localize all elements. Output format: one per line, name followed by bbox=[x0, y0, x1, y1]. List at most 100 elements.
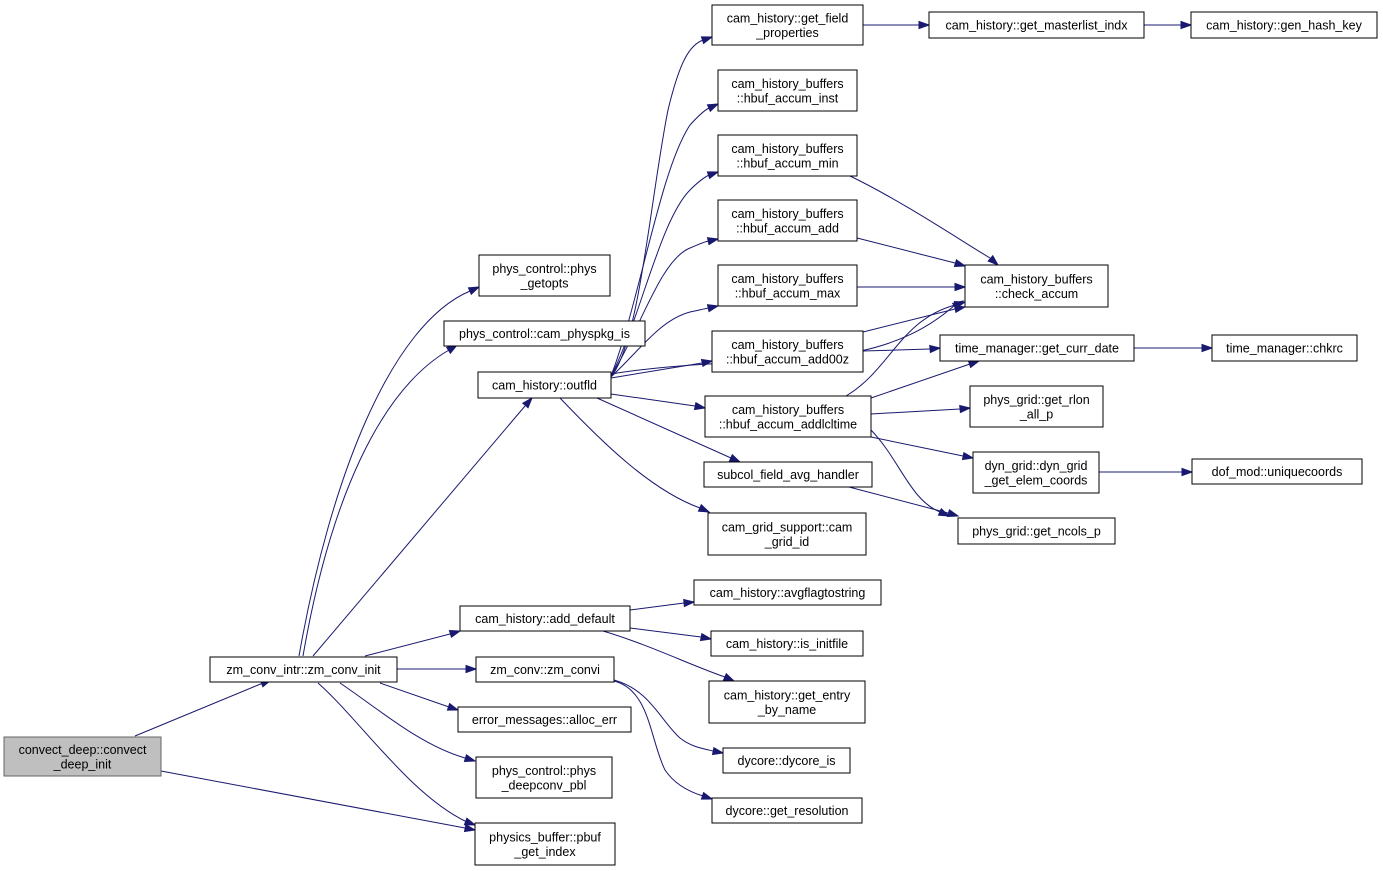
node-box bbox=[711, 4, 864, 46]
edge-zm-convi-to-get-resolution bbox=[613, 680, 714, 800]
arrowhead bbox=[961, 451, 975, 461]
arrowhead bbox=[959, 404, 972, 414]
node-label: dof_mod::uniquecoords bbox=[1212, 465, 1343, 479]
node-label: ::hbuf_accum_add00z bbox=[726, 352, 849, 366]
node-cam-grid-id[interactable]: cam_grid_support::cam_grid_id bbox=[707, 512, 867, 556]
edge-line bbox=[610, 307, 710, 378]
node-gen-hash-key[interactable]: cam_history::gen_hash_key bbox=[1190, 11, 1378, 39]
edge-zm-conv-init-to-phys-deepconv-pbl bbox=[339, 682, 477, 763]
node-get-masterlist-indx[interactable]: cam_history::get_masterlist_indx bbox=[928, 11, 1145, 39]
node-label: _all_p bbox=[1019, 407, 1053, 421]
node-box bbox=[717, 69, 858, 112]
node-box bbox=[722, 747, 851, 774]
node-box bbox=[708, 680, 866, 724]
arrowhead bbox=[446, 702, 460, 711]
node-zm-conv-init[interactable]: zm_conv_intr::zm_conv_init bbox=[209, 656, 398, 683]
arrowhead bbox=[1180, 20, 1193, 30]
node-pbuf-get-index[interactable]: physics_buffer::pbuf_get_index bbox=[474, 822, 616, 866]
arrowhead bbox=[953, 300, 967, 310]
node-add-default[interactable]: cam_history::add_default bbox=[459, 605, 631, 632]
node-phys-deepconv-pbl[interactable]: phys_control::phys_deepconv_pbl bbox=[475, 756, 613, 799]
edge-get-elem-coords-to-uniquecoords bbox=[1099, 467, 1194, 477]
node-label: cam_history_buffers bbox=[732, 403, 844, 417]
node-get-entry-by-name[interactable]: cam_history::get_entry_by_name bbox=[708, 680, 866, 724]
node-is-initfile[interactable]: cam_history::is_initfile bbox=[710, 630, 864, 657]
node-box bbox=[704, 395, 872, 438]
node-label: ::hbuf_accum_inst bbox=[737, 91, 839, 105]
arrowhead bbox=[700, 791, 714, 800]
node-label: physics_buffer::pbuf bbox=[489, 830, 601, 844]
node-get-field-properties[interactable]: cam_history::get_field_properties bbox=[711, 4, 864, 46]
node-label: dycore::get_resolution bbox=[726, 804, 849, 818]
node-get-elem-coords[interactable]: dyn_grid::dyn_grid_get_elem_coords bbox=[972, 451, 1100, 494]
node-label: cam_history_buffers bbox=[731, 272, 843, 286]
node-get-resolution[interactable]: dycore::get_resolution bbox=[711, 797, 863, 824]
node-outfld[interactable]: cam_history::outfld bbox=[477, 371, 612, 399]
node-box bbox=[457, 706, 632, 733]
edge-line bbox=[870, 363, 971, 399]
edge-line bbox=[312, 405, 526, 657]
edge-zm-conv-init-to-alloc-err bbox=[379, 682, 460, 711]
node-hbuf-accum-add00z[interactable]: cam_history_buffers::hbuf_accum_add00z bbox=[711, 330, 864, 373]
edge-line bbox=[298, 290, 471, 657]
node-label: cam_history::avgflagtostring bbox=[710, 586, 866, 600]
arrowhead bbox=[918, 20, 931, 30]
node-zm-convi[interactable]: zm_conv::zm_convi bbox=[475, 656, 615, 683]
node-chkrc[interactable]: time_manager::chkrc bbox=[1211, 334, 1358, 362]
node-hbuf-accum-add[interactable]: cam_history_buffers::hbuf_accum_add bbox=[717, 199, 858, 242]
node-subcol-field-avg-handler[interactable]: subcol_field_avg_handler bbox=[703, 461, 873, 488]
node-check-accum[interactable]: cam_history_buffers::check_accum bbox=[964, 264, 1109, 308]
node-hbuf-accum-addlcltime[interactable]: cam_history_buffers::hbuf_accum_addlclti… bbox=[704, 395, 872, 438]
node-get-ncols-p[interactable]: phys_grid::get_ncols_p bbox=[957, 517, 1116, 545]
edge-line bbox=[629, 602, 685, 611]
node-label: cam_grid_support::cam bbox=[722, 520, 853, 534]
node-get-rlon-all-p[interactable]: phys_grid::get_rlon_all_p bbox=[969, 385, 1104, 428]
edge-line bbox=[134, 682, 264, 737]
edge-get-curr-date-to-chkrc bbox=[1134, 343, 1214, 353]
edge-line bbox=[596, 397, 732, 459]
node-box bbox=[969, 385, 1104, 428]
node-box bbox=[693, 579, 882, 606]
edge-line bbox=[339, 682, 466, 759]
node-cam-physpkg-is[interactable]: phys_control::cam_physpkg_is bbox=[443, 320, 646, 347]
node-hbuf-accum-max[interactable]: cam_history_buffers::hbuf_accum_max bbox=[717, 264, 858, 307]
node-label: cam_history::get_masterlist_indx bbox=[945, 19, 1128, 33]
node-convect-deep-init[interactable]: convect_deep::convect_deep_init bbox=[3, 736, 162, 777]
node-box bbox=[711, 330, 864, 373]
arrowhead bbox=[700, 358, 714, 368]
edge-line bbox=[629, 627, 702, 638]
node-box bbox=[209, 656, 398, 683]
arrowhead bbox=[463, 753, 477, 763]
arrowhead bbox=[987, 254, 1000, 266]
node-alloc-err[interactable]: error_messages::alloc_err bbox=[457, 706, 632, 733]
edge-convect-deep-init-to-pbuf-get-index bbox=[160, 770, 477, 833]
edge-line bbox=[364, 633, 451, 657]
node-label: _get_elem_coords bbox=[984, 473, 1088, 487]
node-uniquecoords[interactable]: dof_mod::uniquecoords bbox=[1191, 458, 1363, 485]
call-edges bbox=[134, 20, 1214, 833]
arrowhead bbox=[683, 598, 696, 608]
node-box bbox=[3, 736, 162, 777]
node-box bbox=[459, 605, 631, 632]
node-label: dyn_grid::dyn_grid bbox=[985, 459, 1088, 473]
node-label: cam_history::outfld bbox=[492, 379, 597, 393]
edge-line bbox=[856, 237, 956, 264]
arrowhead bbox=[699, 632, 713, 642]
edge-get-field-properties-to-get-masterlist-indx bbox=[863, 20, 931, 30]
arrowhead bbox=[929, 344, 942, 354]
edge-zm-conv-init-to-phys-getopts bbox=[298, 286, 481, 657]
edge-get-masterlist-indx-to-gen-hash-key bbox=[1144, 20, 1193, 30]
arrowhead bbox=[700, 36, 714, 45]
node-phys-getopts[interactable]: phys_control::phys_getopts bbox=[478, 254, 611, 297]
node-dycore-is[interactable]: dycore::dycore_is bbox=[722, 747, 851, 774]
node-hbuf-accum-inst[interactable]: cam_history_buffers::hbuf_accum_inst bbox=[717, 69, 858, 112]
node-hbuf-accum-min[interactable]: cam_history_buffers::hbuf_accum_min bbox=[717, 134, 858, 177]
arrowhead bbox=[706, 304, 720, 313]
node-box bbox=[478, 254, 611, 297]
node-label: cam_history::add_default bbox=[475, 612, 615, 626]
node-get-curr-date[interactable]: time_manager::get_curr_date bbox=[939, 334, 1135, 362]
node-avgflagtostring[interactable]: cam_history::avgflagtostring bbox=[693, 579, 882, 606]
node-label: phys_control::phys bbox=[492, 262, 596, 276]
edge-line bbox=[613, 680, 704, 797]
